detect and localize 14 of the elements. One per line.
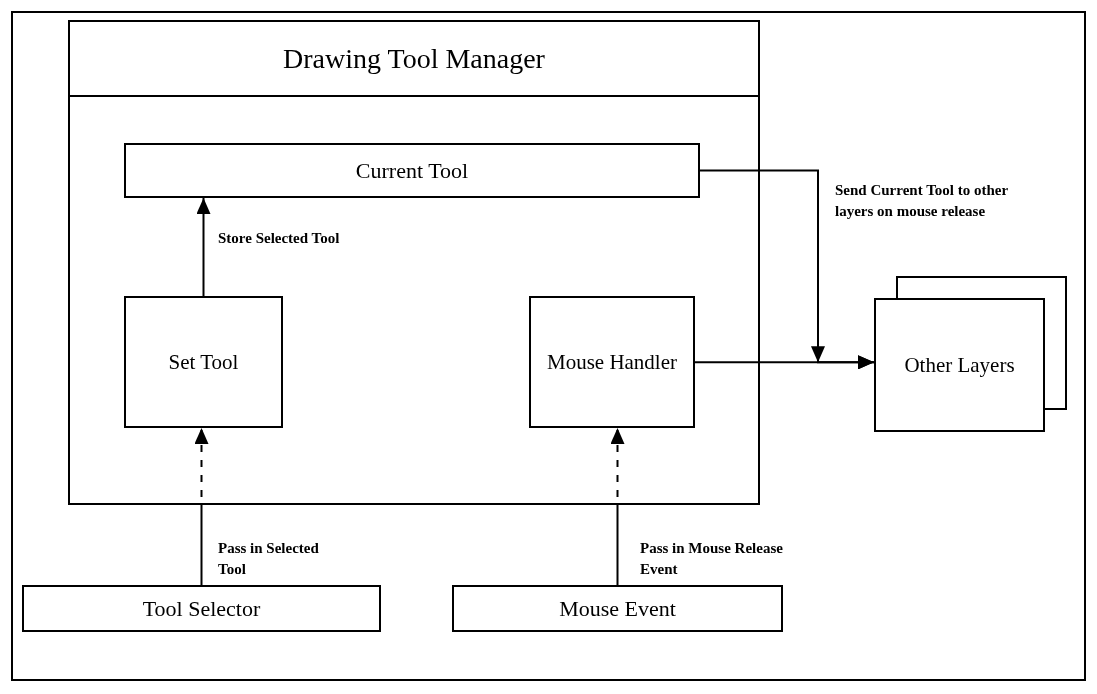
process-box [22, 585, 381, 632]
process-box [124, 296, 283, 428]
process-box [124, 143, 700, 198]
process-box [452, 585, 783, 632]
container-box [68, 20, 760, 505]
box-label: Other Layers [903, 351, 1016, 379]
box-label: Current Tool [354, 156, 470, 185]
box-label: Tool Selector [141, 594, 262, 623]
process-box [874, 298, 1045, 432]
box-title: Drawing Tool Manager [283, 41, 545, 76]
box-label: Set Tool [167, 348, 240, 376]
box-label: Mouse Handler [545, 348, 679, 376]
box-label: Mouse Event [558, 594, 677, 623]
process-box [529, 296, 695, 428]
